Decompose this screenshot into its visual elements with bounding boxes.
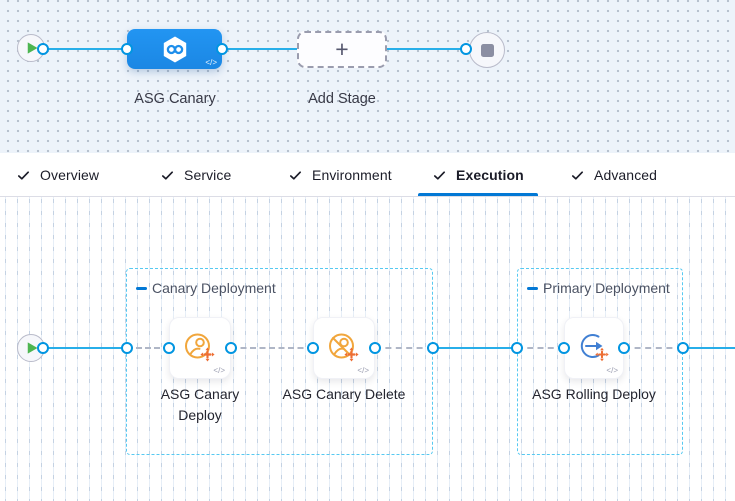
active-tab-underline	[418, 193, 538, 196]
collapse-icon[interactable]	[527, 286, 538, 290]
step-node-asg-canary-deploy[interactable]: </>	[169, 317, 231, 379]
connector-port[interactable]	[121, 342, 133, 354]
connector-port[interactable]	[369, 342, 381, 354]
plus-icon: +	[335, 36, 349, 62]
stage-config-tabs: Overview Service Environment Execution A…	[0, 153, 735, 197]
asg-deploy-icon	[185, 333, 215, 362]
group-header-primary[interactable]: Primary Deployment	[527, 280, 670, 296]
dashed-connector	[517, 347, 564, 349]
connector-line	[222, 48, 297, 50]
stop-icon	[480, 43, 494, 57]
connector-line	[683, 347, 735, 349]
connector-port[interactable]	[225, 342, 237, 354]
tab-label: Service	[184, 167, 232, 183]
connector-port[interactable]	[163, 342, 175, 354]
dashed-connector	[624, 347, 683, 349]
step-label: ASG Rolling Deploy	[532, 386, 656, 402]
tab-service[interactable]: Service	[160, 153, 231, 197]
connector-port[interactable]	[511, 342, 523, 354]
connector-line	[43, 347, 127, 349]
step-node-asg-rolling-deploy[interactable]: </>	[564, 317, 624, 379]
connector-port[interactable]	[677, 342, 689, 354]
stage-node-asg-canary[interactable]: </>	[127, 29, 222, 69]
play-icon	[27, 42, 38, 54]
connector-line	[43, 48, 127, 50]
tab-environment[interactable]: Environment	[288, 153, 392, 197]
check-icon	[433, 170, 446, 180]
check-icon	[161, 170, 174, 180]
step-label: ASG Canary Delete	[282, 386, 406, 402]
tab-advanced[interactable]: Advanced	[570, 153, 657, 197]
connector-port[interactable]	[216, 43, 228, 55]
add-stage-button[interactable]: +	[297, 31, 387, 68]
dashed-connector	[231, 347, 313, 349]
tab-label: Execution	[456, 167, 524, 183]
pipeline-end-node	[469, 32, 505, 68]
tab-execution[interactable]: Execution	[432, 153, 524, 197]
step-group-primary-deployment	[517, 268, 683, 455]
yaml-code-glyph: </>	[205, 58, 217, 67]
play-icon	[27, 342, 38, 354]
step-label: ASG Canary Deploy	[160, 386, 240, 423]
stage-canvas[interactable]: </> + ASG Canary Add Stage	[0, 0, 735, 153]
add-stage-label: Add Stage	[308, 91, 376, 107]
group-title: Primary Deployment	[543, 280, 670, 296]
connector-line	[433, 347, 517, 349]
asg-delete-icon	[329, 333, 359, 362]
connector-port[interactable]	[460, 43, 472, 55]
tab-label: Advanced	[594, 167, 658, 183]
stage-label: ASG Canary	[134, 91, 216, 107]
tab-overview[interactable]: Overview	[16, 153, 99, 197]
tab-label: Environment	[312, 167, 392, 183]
yaml-code-glyph: </>	[357, 366, 369, 375]
connector-port[interactable]	[37, 342, 49, 354]
connector-line	[387, 48, 466, 50]
group-title: Canary Deployment	[152, 280, 276, 296]
collapse-icon[interactable]	[136, 286, 147, 290]
yaml-code-glyph: </>	[213, 366, 225, 375]
asg-rolling-icon	[580, 334, 609, 362]
step-group-canary-deployment	[126, 268, 433, 455]
dashed-connector	[375, 347, 433, 349]
connector-port[interactable]	[307, 342, 319, 354]
connector-port[interactable]	[618, 342, 630, 354]
step-node-asg-canary-delete[interactable]: </>	[313, 317, 375, 379]
check-icon	[289, 170, 302, 180]
connector-port[interactable]	[558, 342, 570, 354]
yaml-code-glyph: </>	[606, 366, 618, 375]
connector-port[interactable]	[37, 43, 49, 55]
check-icon	[17, 170, 30, 180]
check-icon	[571, 170, 584, 180]
connector-port[interactable]	[121, 43, 133, 55]
dashed-connector	[127, 347, 169, 349]
connector-port[interactable]	[427, 342, 439, 354]
group-header-canary[interactable]: Canary Deployment	[136, 280, 276, 296]
tab-label: Overview	[40, 167, 100, 183]
pipeline-hexagon-icon	[163, 36, 186, 63]
